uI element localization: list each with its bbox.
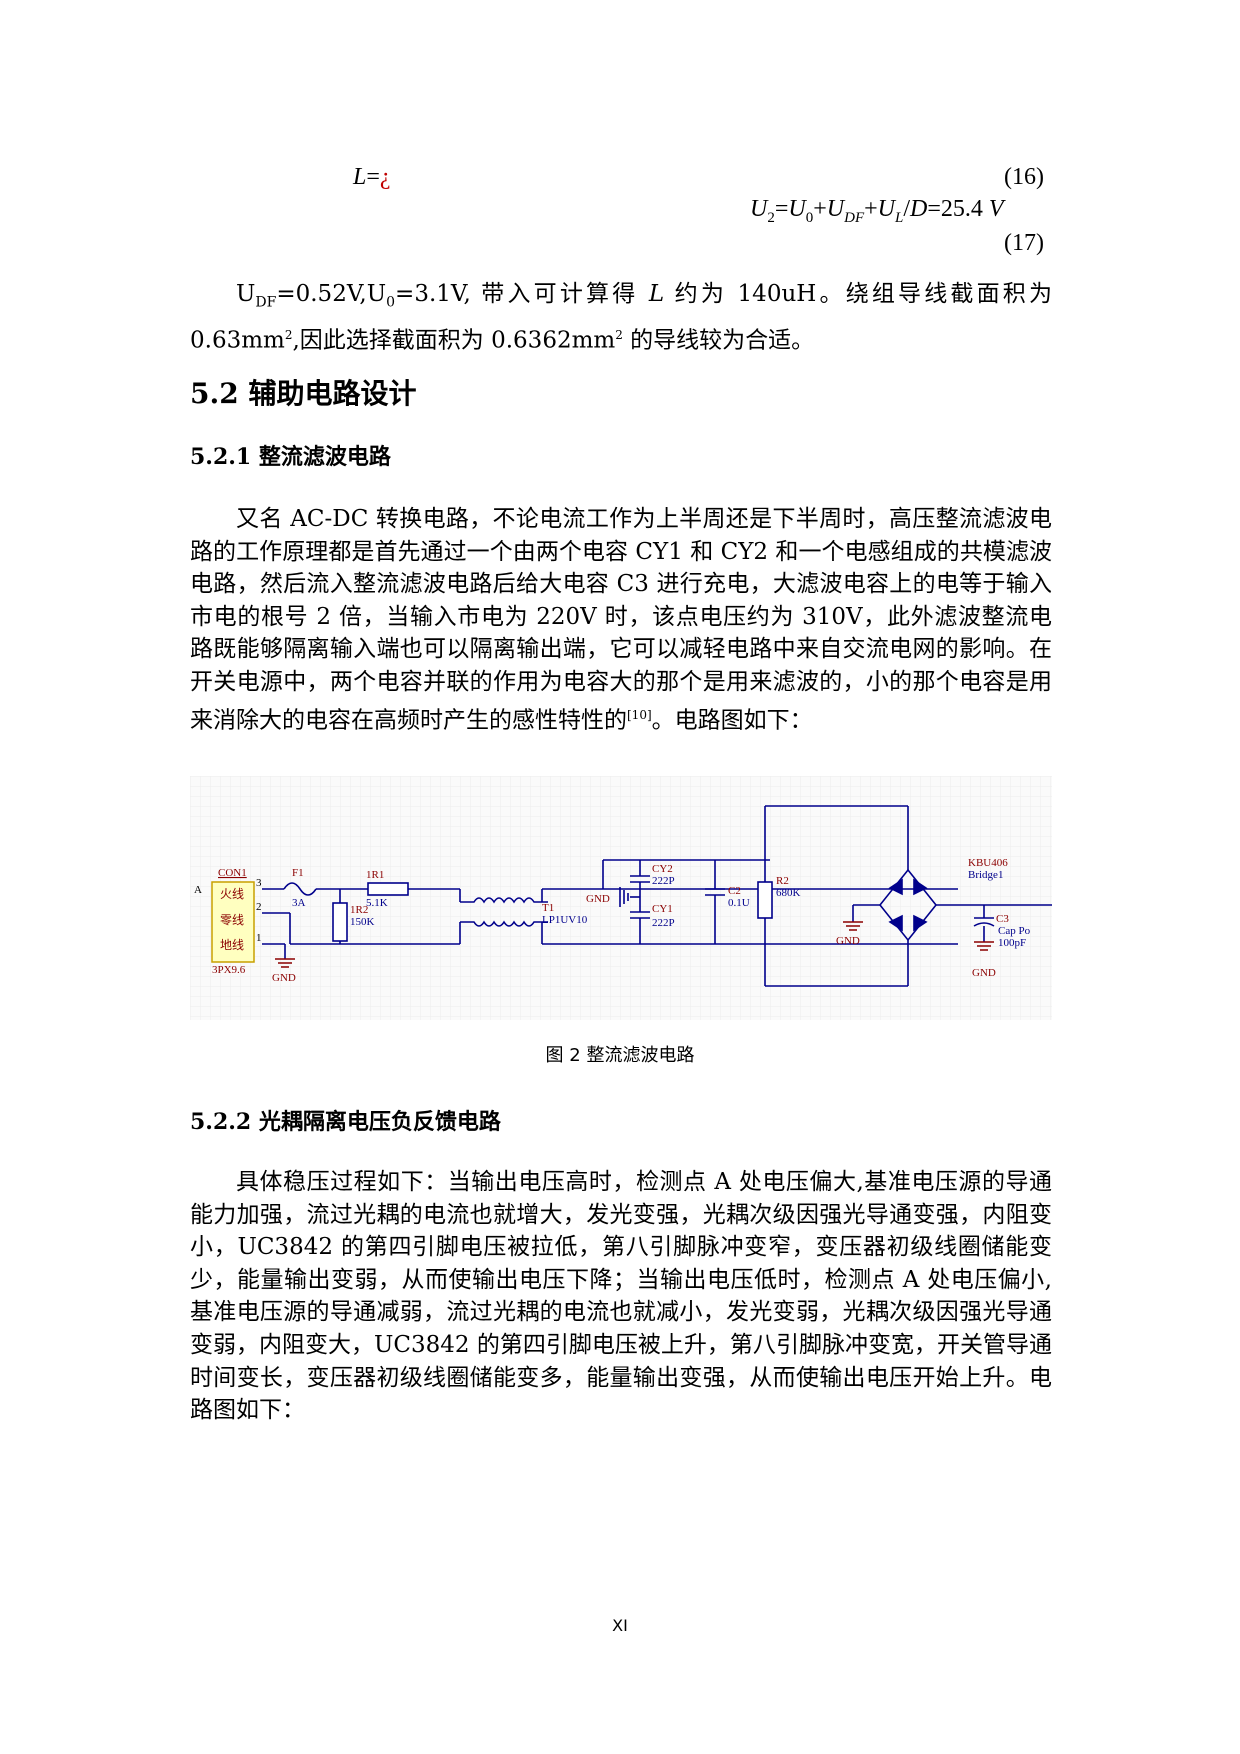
label-gnd-2: GND <box>586 893 610 905</box>
label-f1-value: 3A <box>292 897 306 909</box>
label-bridge: Bridge1 <box>968 869 1003 881</box>
label-f1: F1 <box>292 867 304 879</box>
page-number: XI <box>612 1616 628 1635</box>
label-a: A <box>194 884 202 896</box>
label-gnd-3: GND <box>836 935 860 947</box>
eq17-unit: V <box>988 196 1004 222</box>
equation-17-number: (17) <box>1004 230 1044 256</box>
equation-16-number: (16) <box>1004 164 1044 190</box>
eq16-lhs: L <box>353 164 367 190</box>
label-c2-value: 0.1U <box>728 897 750 909</box>
label-rr2-value: 680K <box>776 887 801 899</box>
label-pin3: 3 <box>256 877 262 889</box>
paragraph-5-2-2: 具体稳压过程如下：当输出电压高时，检测点 A 处电压偏大,基准电压源的导通能力加… <box>190 1166 1052 1427</box>
equation-16: L=¿ <box>353 164 391 190</box>
citation-ref: [10] <box>627 707 652 722</box>
label-r2-ref: 1R2 <box>350 904 368 916</box>
bridge-rectifier <box>878 868 938 942</box>
label-c2: C2 <box>728 885 741 897</box>
paragraph-5-2-2-text: 具体稳压过程如下：当输出电压高时，检测点 A 处电压偏大,基准电压源的导通能力加… <box>190 1169 1052 1424</box>
resistor-1r1 <box>367 882 409 896</box>
label-t1: T1 <box>542 902 554 914</box>
label-earth: 地线 <box>220 938 244 952</box>
figure-caption: 图 2 整流滤波电路 <box>545 1045 695 1066</box>
resistor-r2 <box>757 881 773 919</box>
label-t1-value: LP1UV10 <box>542 914 588 926</box>
label-r1: 1R1 <box>366 869 384 881</box>
paragraph-5-2-1-text: 又名 AC-DC 转换电路，不论电流工作为上半周还是下半周时，高压整流滤波电路的… <box>190 506 1052 734</box>
heading-5-2-1: 5.2.1 整流滤波电路 <box>190 444 391 470</box>
resistor-1r2 <box>332 902 348 942</box>
ground-symbols <box>275 921 994 968</box>
label-bridge-part: KBU406 <box>968 857 1008 869</box>
label-c3-part: Cap Po <box>998 925 1031 937</box>
label-gnd-1: GND <box>272 972 296 984</box>
connector-block <box>211 881 255 963</box>
label-r1-value: 5.1K <box>366 897 388 909</box>
label-gnd-4: GND <box>972 967 996 979</box>
heading-5-2-2: 5.2.2 光耦隔离电压负反馈电路 <box>190 1109 501 1135</box>
label-cy2: CY2 <box>652 863 673 875</box>
equation-17: U2=U0+UDF+UL/D=25.4 V <box>750 196 1004 226</box>
label-conn-part: 3PX9.6 <box>212 964 246 976</box>
paragraph-intro: UDF=0.52V,U0=3.1V, 带入可计算得 L 约为 140uH。绕组导… <box>190 281 1052 354</box>
label-zero: 零线 <box>220 913 244 927</box>
heading-5-2: 5.2 辅助电路设计 <box>190 377 417 410</box>
rectifier-filter-circuit-diagram: 火线 零线 地线 A CON1 3 2 1 3PX9.6 GND F1 3A 1… <box>190 776 1052 1020</box>
label-con1: CON1 <box>218 867 247 879</box>
paragraph-5-2-1: 又名 AC-DC 转换电路，不论电流工作为上半周还是下半周时，高压整流滤波电路的… <box>190 506 1052 734</box>
label-pin2: 2 <box>256 901 262 913</box>
label-rr2: R2 <box>776 875 789 887</box>
label-pin1: 1 <box>256 932 262 944</box>
label-fire: 火线 <box>220 887 244 901</box>
label-c3: C3 <box>996 913 1009 925</box>
label-cy1: CY1 <box>652 903 673 915</box>
label-cy1-value: 222P <box>652 917 675 929</box>
label-c3-value: 100pF <box>998 937 1026 949</box>
eq17-value: 25.4 <box>940 196 983 222</box>
label-r2-value: 150K <box>350 916 375 928</box>
eq16-rhs: ¿ <box>379 164 391 190</box>
label-cy2-value: 222P <box>652 875 675 887</box>
